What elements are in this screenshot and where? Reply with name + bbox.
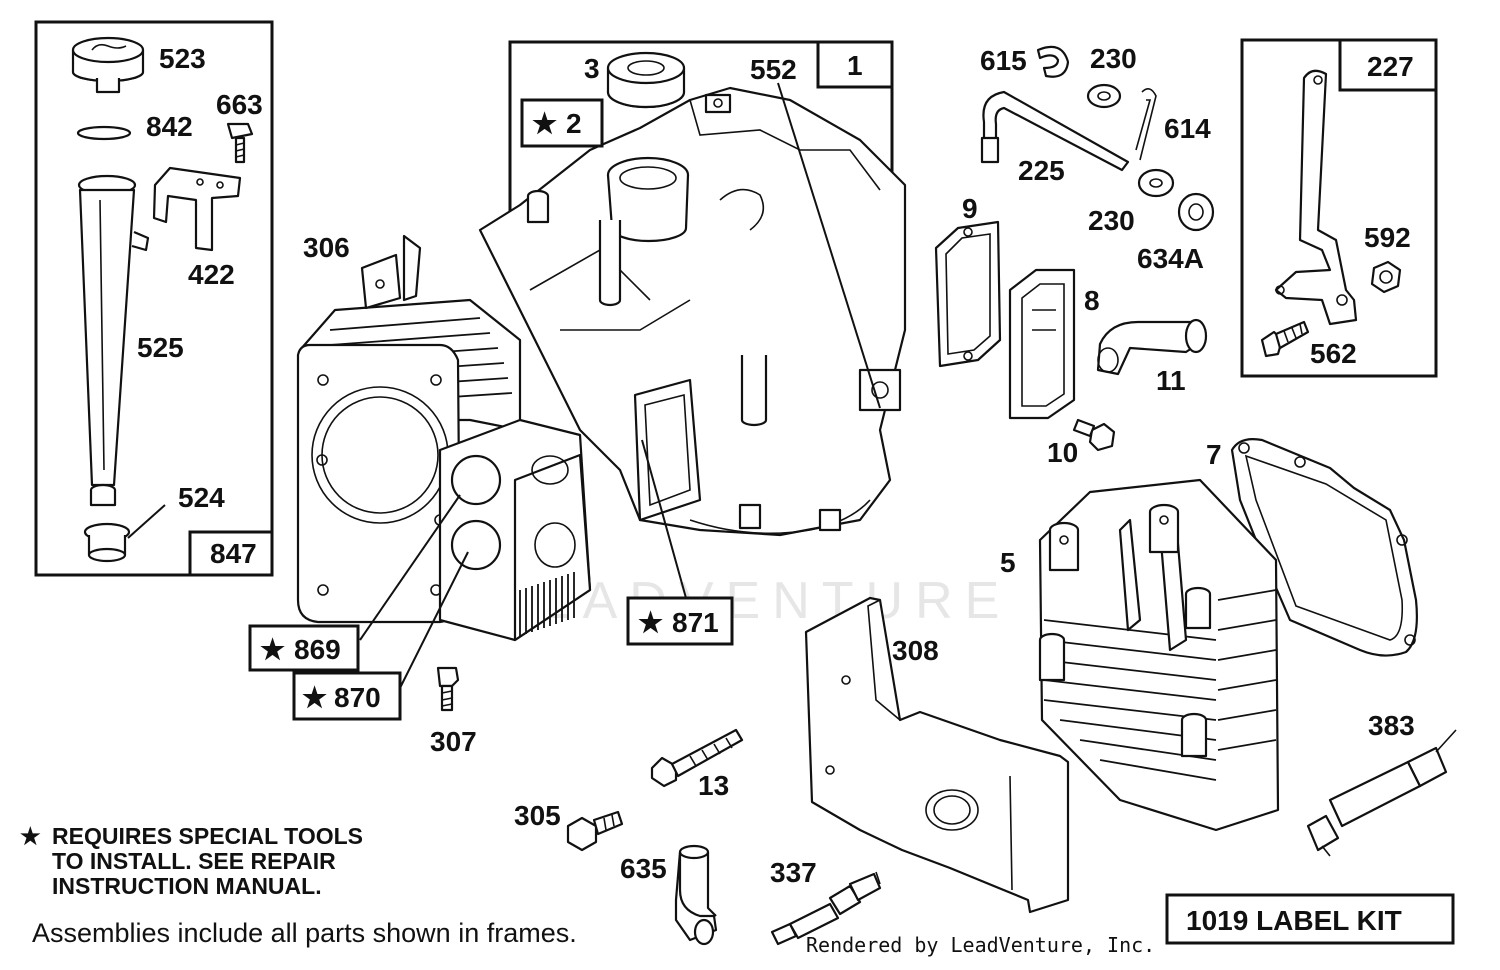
cylinder-block-part[interactable] <box>296 86 907 642</box>
callout-box-227 <box>1338 38 1438 92</box>
oil-seal-part[interactable] <box>606 51 686 109</box>
leader-869 <box>359 494 461 641</box>
callout-225: 225 <box>1018 155 1065 186</box>
callout-562: 562 <box>1310 338 1357 369</box>
governor-shaft-part[interactable] <box>980 90 1130 172</box>
leader-524 <box>127 504 166 539</box>
callout-337: 337 <box>770 857 817 888</box>
callout-8: 8 <box>1084 285 1100 316</box>
special-marker-2: ★ <box>532 108 557 139</box>
callout-869: 869 <box>294 634 341 665</box>
callout-306: 306 <box>303 232 350 263</box>
callout-523: 523 <box>159 43 206 74</box>
note-line-1: REQUIRES SPECIAL TOOLS <box>52 823 363 849</box>
fuel-line-383-part[interactable] <box>1306 729 1457 857</box>
callout-847: 847 <box>210 538 257 569</box>
leader-552 <box>777 82 881 409</box>
callout-box-1 <box>816 40 894 89</box>
callout-592: 592 <box>1364 222 1411 253</box>
dipstick-tube-part[interactable] <box>77 174 150 507</box>
bolt-10-part[interactable] <box>1072 418 1116 452</box>
bolt-part[interactable] <box>226 122 254 164</box>
cylinder-shield-part[interactable] <box>804 596 1070 914</box>
callout-422: 422 <box>188 259 235 290</box>
callout-9: 9 <box>962 193 978 224</box>
callout-2: 2 <box>566 108 582 139</box>
dipstick-cap-part[interactable] <box>71 36 145 94</box>
callout-663: 663 <box>216 89 263 120</box>
note-line-2: TO INSTALL. SEE REPAIR <box>52 848 336 874</box>
bracket-part[interactable] <box>152 166 242 252</box>
callout-227: 227 <box>1367 51 1414 82</box>
callout-5: 5 <box>1000 547 1016 578</box>
callout-11: 11 <box>1156 365 1186 396</box>
o-ring-part[interactable] <box>76 125 132 141</box>
special-marker-871: ★ <box>638 607 663 638</box>
head-gasket-part[interactable] <box>1230 438 1418 657</box>
callout-230-lower: 230 <box>1088 205 1135 236</box>
washer-230-lower-part[interactable] <box>1137 168 1175 198</box>
special-tools-marker: ★ <box>20 823 41 849</box>
special-marker-870: ★ <box>302 682 327 713</box>
callout-308: 308 <box>892 635 939 666</box>
nut-592-part[interactable] <box>1370 260 1402 294</box>
callout-3: 3 <box>584 53 600 84</box>
breather-part[interactable] <box>1008 268 1076 420</box>
special-marker-869: ★ <box>260 634 285 665</box>
callout-842: 842 <box>146 111 193 142</box>
callout-230-upper: 230 <box>1090 43 1137 74</box>
callout-870: 870 <box>334 682 381 713</box>
seal-634a-part[interactable] <box>1177 192 1215 232</box>
callout-552: 552 <box>750 54 797 85</box>
spark-plug-part[interactable] <box>770 871 882 946</box>
label-kit-box <box>1165 893 1455 945</box>
stud-13-part[interactable] <box>650 728 744 788</box>
callout-634a: 634A <box>1137 243 1204 274</box>
retaining-clip-part[interactable] <box>1036 45 1070 78</box>
callout-305: 305 <box>514 800 561 831</box>
frame-1 <box>508 40 894 215</box>
breather-gasket-part[interactable] <box>934 220 1002 368</box>
note-line-3: INSTRUCTION MANUAL. <box>52 873 322 899</box>
breather-tube-part[interactable] <box>1096 318 1208 376</box>
callout-525: 525 <box>137 332 184 363</box>
callout-615: 615 <box>980 45 1027 76</box>
bolt-562-part[interactable] <box>1260 320 1310 358</box>
bolt-307-part[interactable] <box>436 666 460 712</box>
governor-lever-part[interactable] <box>1274 69 1358 326</box>
callout-1: 1 <box>847 50 863 81</box>
callout-7: 7 <box>1206 439 1222 470</box>
callout-383: 383 <box>1368 710 1415 741</box>
washer-230-upper-part[interactable] <box>1086 83 1122 109</box>
leader-870 <box>399 551 469 689</box>
tube-seal-part[interactable] <box>83 522 131 563</box>
frame-847 <box>34 20 274 577</box>
callout-614: 614 <box>1164 113 1211 144</box>
bolt-305-part[interactable] <box>566 810 624 852</box>
callout-307: 307 <box>430 726 477 757</box>
leader-871 <box>641 439 687 599</box>
hair-pin-part[interactable] <box>1135 88 1157 161</box>
callout-box-847 <box>188 530 274 577</box>
label-kit: 1019 LABEL KIT <box>1186 905 1402 936</box>
callout-635: 635 <box>620 853 667 884</box>
callout-box-2 <box>520 98 604 148</box>
elbow-fitting-part[interactable] <box>674 844 718 946</box>
callout-10: 10 <box>1047 437 1078 468</box>
callout-13: 13 <box>698 770 729 801</box>
callout-box-869 <box>248 624 360 672</box>
cylinder-head-part[interactable] <box>1038 478 1280 832</box>
callout-871: 871 <box>672 607 719 638</box>
render-credit: Rendered by LeadVenture, Inc. <box>806 933 1155 957</box>
callout-524: 524 <box>178 482 225 513</box>
callout-box-871 <box>626 596 734 646</box>
callout-box-870 <box>292 671 402 721</box>
assemblies-footer: Assemblies include all parts shown in fr… <box>32 918 577 948</box>
